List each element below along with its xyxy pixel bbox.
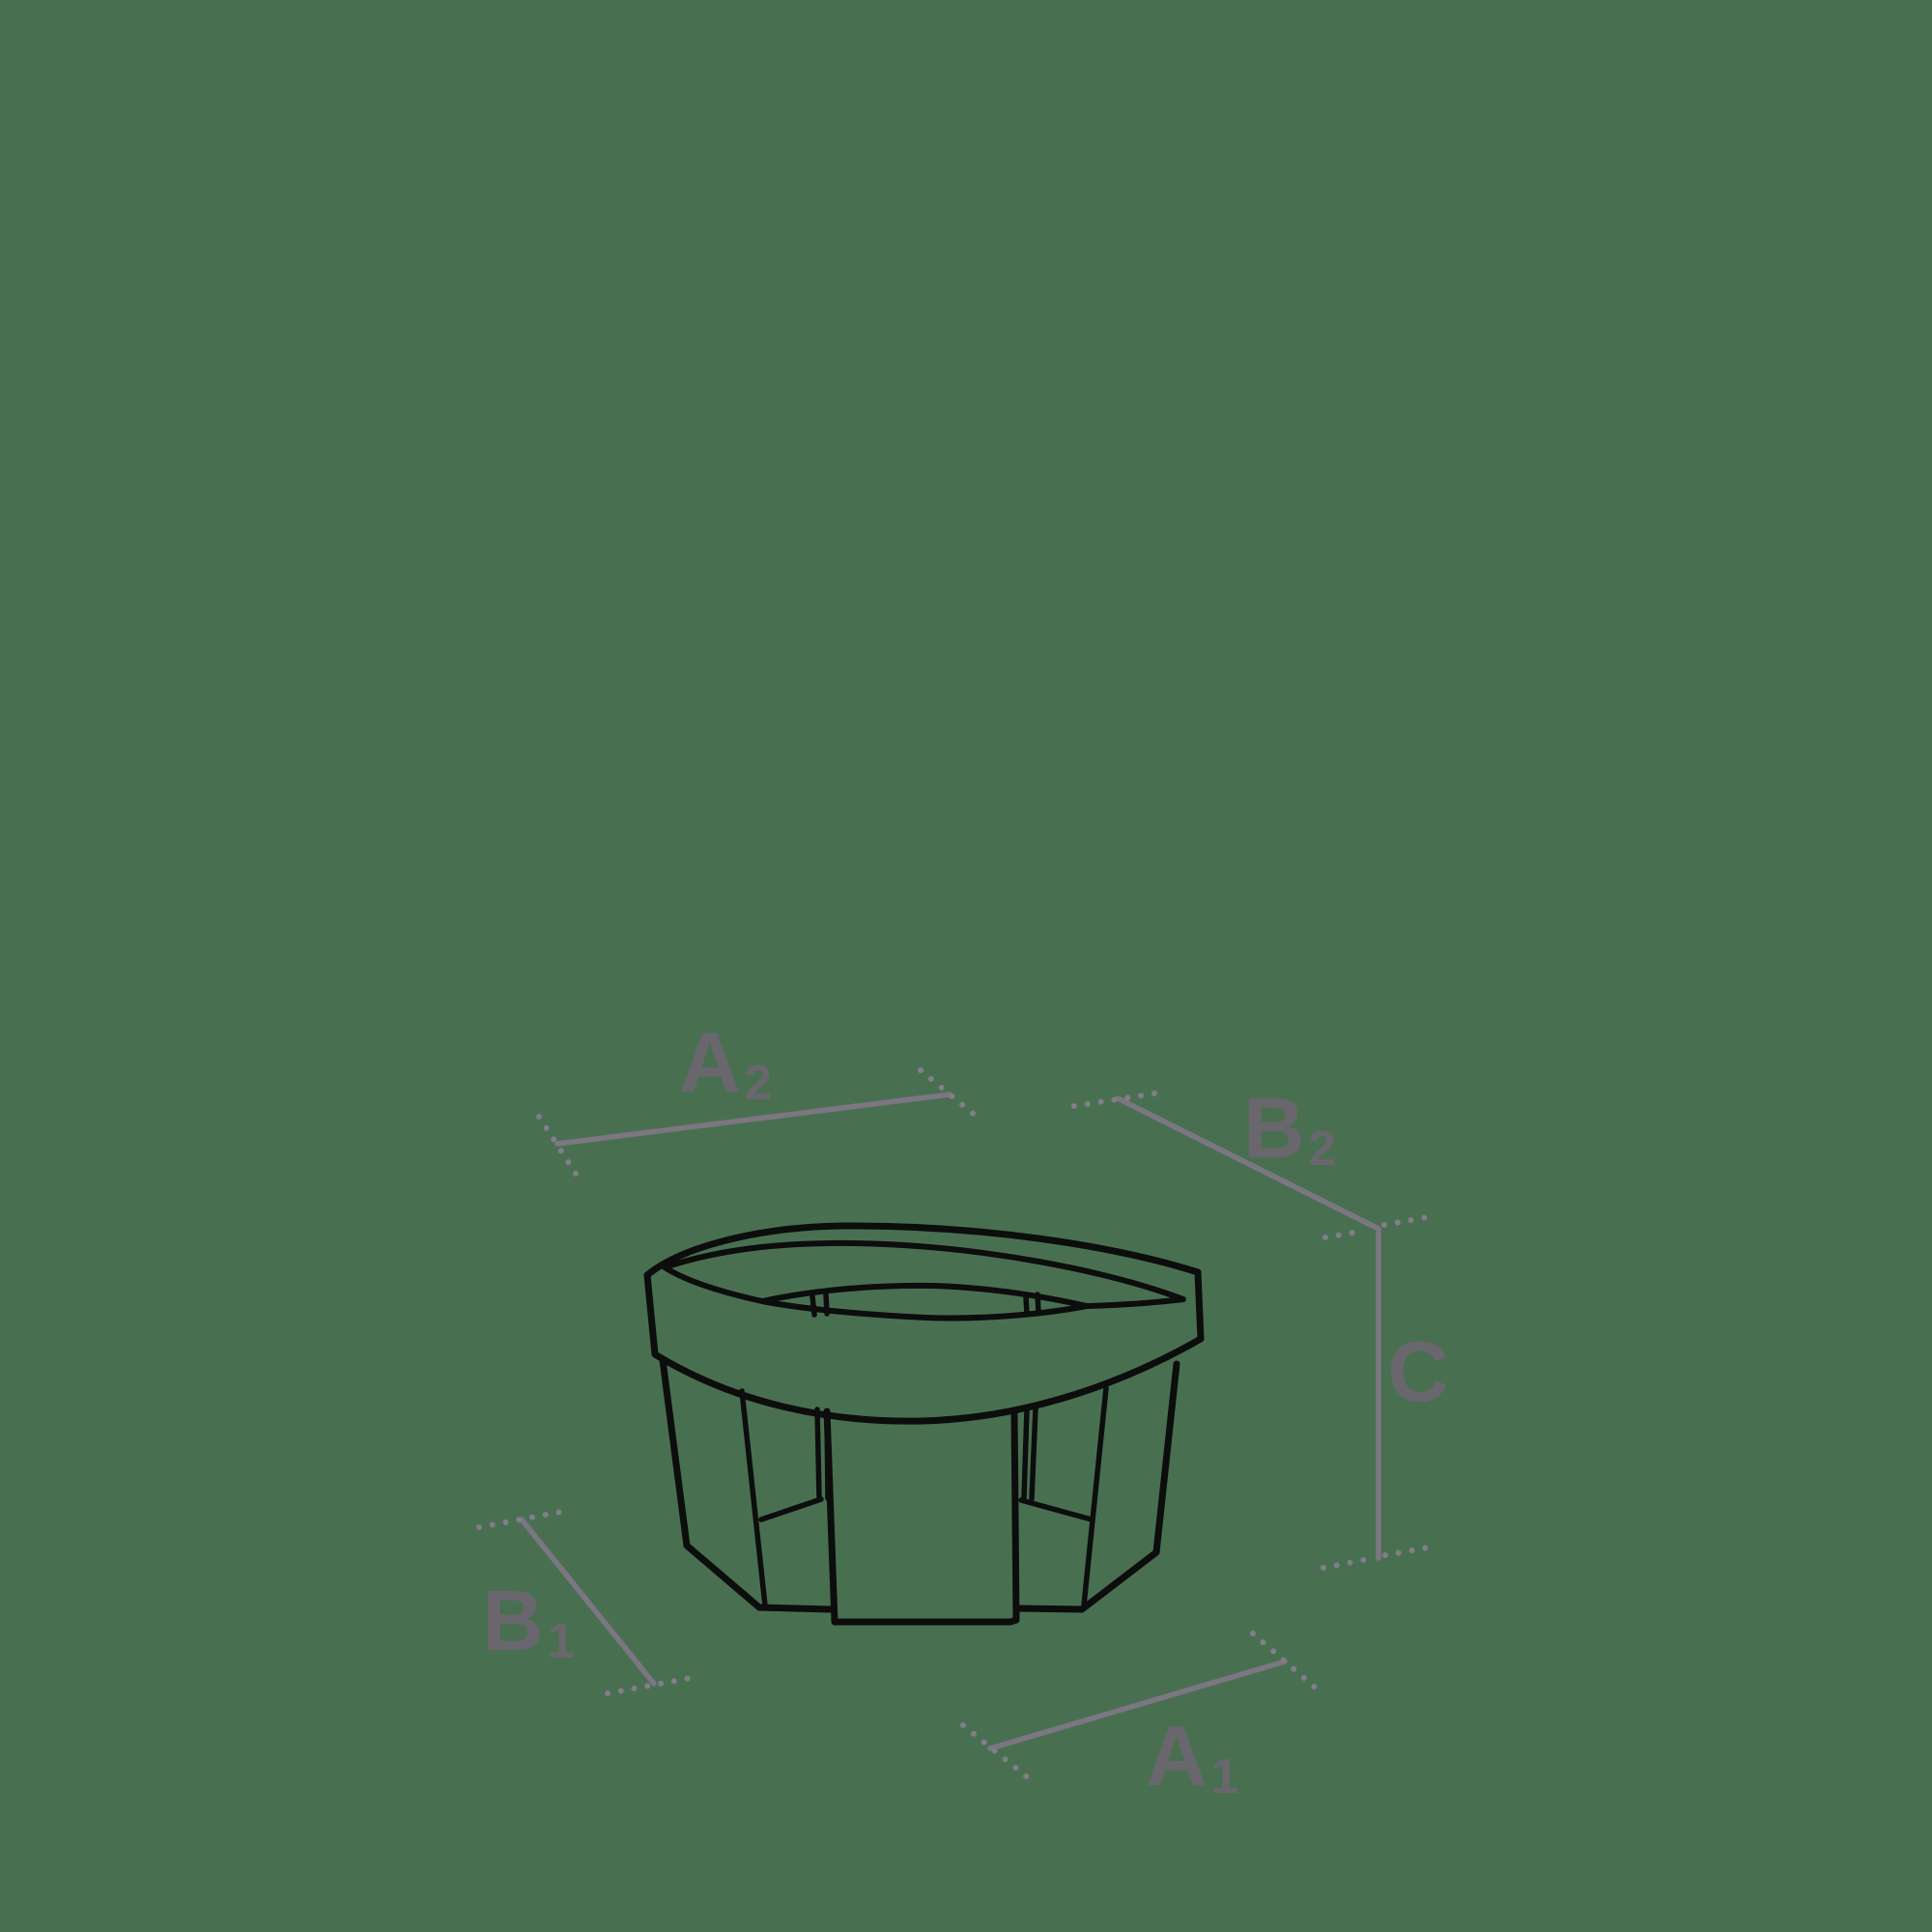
extension-tick-b1-bottom: [605, 1675, 694, 1696]
recess-diagonal-left: [758, 1496, 824, 1522]
facet-edge-left: [739, 1388, 768, 1608]
body-rib-right-1: [1021, 1406, 1030, 1501]
body-right-outline: [1015, 1360, 1180, 1613]
dimension-label-a2-base: A: [679, 1014, 743, 1110]
rim-inner-ellipse: [662, 1239, 1186, 1321]
dimension-label-a1-sub: 1: [1210, 1748, 1240, 1804]
rim-rib-tick-left-1: [810, 1293, 817, 1318]
body-left-outline: [659, 1356, 835, 1613]
facet-edge-right: [1081, 1385, 1109, 1608]
planter-line-art: [643, 1222, 1205, 1626]
body-rib-left-1: [814, 1406, 822, 1500]
rim-rib-tick-right-2: [1035, 1292, 1041, 1315]
dimension-line-a1: [987, 1659, 1288, 1751]
dimension-label-b2-sub: 2: [1308, 1121, 1338, 1177]
extension-tick-a2-left: [536, 1114, 579, 1177]
rim-rib-tick-right-1: [1023, 1293, 1030, 1317]
recess-diagonal-right: [1018, 1497, 1094, 1522]
dimension-line-b2: [1115, 1095, 1381, 1232]
body-rib-left-2: [824, 1408, 831, 1501]
dimension-label-a1-base: A: [1146, 1708, 1209, 1804]
body-rib-right-2: [1029, 1406, 1038, 1502]
extension-tick-a2-right: [918, 1067, 979, 1119]
dimension-label-b2-base: B: [1243, 1080, 1307, 1176]
dimension-line-a2: [554, 1092, 952, 1147]
extension-tick-corner-right: [1381, 1214, 1431, 1228]
dimension-label-c: C: [1387, 1322, 1453, 1421]
dimension-label-b1-sub: 1: [547, 1613, 577, 1669]
extension-tick-b1-top: [476, 1509, 564, 1530]
extension-tick-a1-right: [1250, 1631, 1321, 1693]
extension-tick-corner-left: [1322, 1228, 1367, 1240]
rim-rib-tick-left-2: [823, 1292, 830, 1317]
extension-tick-a1-left: [960, 1722, 1032, 1781]
dimension-label-a2-sub: 2: [744, 1055, 774, 1111]
extension-tick-b2-start: [1071, 1091, 1157, 1109]
dimension-label-c-base: C: [1387, 1323, 1451, 1419]
front-foot-panel: [823, 1407, 1020, 1626]
dimension-line-b1: [519, 1517, 657, 1687]
opening-back-arc: [759, 1282, 1090, 1309]
rim-outer-outline: [643, 1222, 1205, 1425]
extension-tick-c-bottom-left: [1321, 1556, 1371, 1571]
extension-tick-c-bottom-right: [1382, 1545, 1431, 1558]
dimension-lines: [476, 1067, 1431, 1781]
dimension-label-b1-base: B: [482, 1573, 546, 1668]
